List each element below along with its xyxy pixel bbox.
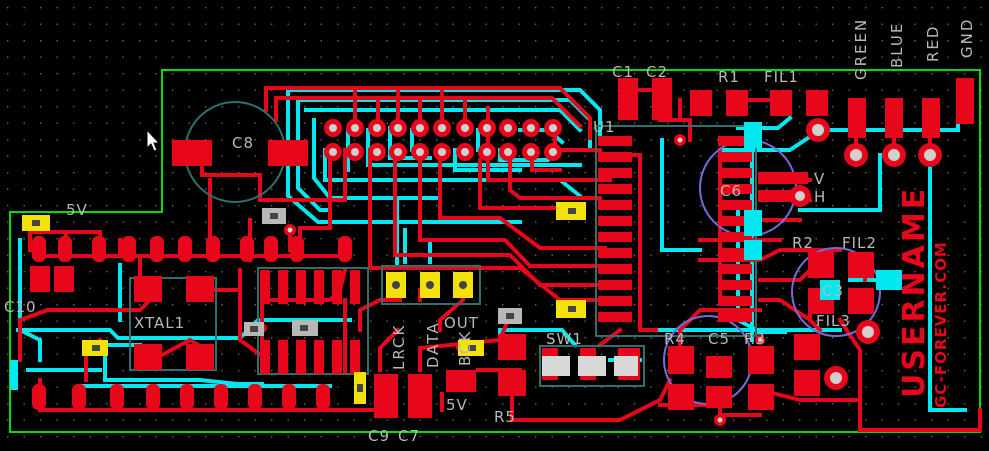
label-fil1: FIL1: [764, 68, 799, 86]
c7-pad: [408, 374, 432, 396]
fil1-pad: [770, 90, 792, 116]
c9-pad: [374, 374, 398, 396]
smd-pads: [30, 78, 974, 418]
c8-pad: [268, 140, 308, 166]
c7-pad: [408, 396, 432, 418]
label-r2: R2: [792, 234, 814, 252]
label-c7: C7: [398, 427, 420, 445]
r1-pad: [690, 90, 712, 116]
label-c5: C5: [708, 330, 730, 348]
label-red: RED: [924, 25, 942, 62]
label-fil2: FIL2: [842, 234, 877, 252]
pin-header-22: [324, 119, 562, 161]
r3-pad: [748, 346, 774, 374]
label-r3: R3: [744, 330, 766, 348]
label-gnd: GND: [958, 18, 976, 58]
label-bck: BCK: [456, 330, 474, 366]
selected-pads: [22, 202, 586, 404]
c2-pad: [652, 100, 672, 120]
branding-username: USERNAME: [897, 186, 932, 398]
label-5v-bottom: 5V: [446, 396, 468, 414]
red-pad: [922, 98, 940, 138]
label-xtal1: XTAL1: [134, 314, 185, 332]
fil2-pad: [848, 288, 874, 314]
fil2-pad: [848, 252, 874, 278]
label-c9: C9: [368, 427, 390, 445]
r5-pad: [498, 334, 526, 360]
r2-pad: [808, 252, 834, 278]
label-h: H: [814, 188, 826, 206]
label-c8: C8: [232, 134, 254, 152]
blue-pad: [885, 98, 903, 138]
r3-pad: [748, 384, 774, 410]
r5-pad: [498, 370, 526, 396]
label-lrck: LRCK: [390, 324, 408, 370]
label-out: OUT: [444, 314, 479, 332]
label-r5: R5: [494, 408, 516, 426]
c5-pad: [706, 386, 732, 408]
label-c10: C10: [4, 298, 37, 316]
label-v: V: [814, 170, 825, 188]
label-fil3: FIL3: [816, 312, 851, 330]
c5-pad: [706, 356, 732, 378]
fil3-pad: [794, 334, 820, 360]
c2-pad: [652, 78, 672, 100]
r1-pad: [726, 90, 748, 116]
silkscreen-labels: C1 C2 R1 FIL1 C8 U1 C6 V H 5V C10 XTAL1 …: [4, 18, 976, 445]
label-data: DATA: [424, 321, 442, 368]
fil1-pad: [806, 90, 828, 116]
green-pad: [848, 98, 866, 138]
xtal1-outline: [129, 277, 217, 371]
label-blue: BLUE: [888, 22, 906, 68]
bottom-pads: [10, 122, 902, 390]
label-sw1: SW1: [546, 330, 583, 348]
label-green: GREEN: [852, 18, 870, 80]
label-c1: C1: [612, 63, 634, 81]
label-c3: C3: [822, 282, 844, 300]
label-c2: C2: [646, 63, 668, 81]
label-u1: U1: [593, 118, 616, 136]
branding-website: GC-FOREVER.COM: [932, 241, 950, 408]
c10-pad: [30, 266, 50, 292]
label-r1: R1: [718, 68, 740, 86]
label-c6: C6: [720, 182, 742, 200]
c1-pad: [618, 78, 638, 100]
header-outline: [381, 265, 481, 305]
sw1-outline: [539, 345, 645, 387]
c3-outline: [791, 247, 881, 337]
c8-pad: [172, 140, 212, 166]
fil3-pad: [794, 370, 820, 396]
mouse-cursor-icon: [146, 128, 161, 152]
c1-pad: [618, 100, 638, 120]
output-holes: [789, 118, 942, 390]
label-r4: R4: [664, 330, 686, 348]
ic-outline: [257, 267, 369, 375]
gnd-pad: [956, 78, 974, 124]
label-5v-top: 5V: [66, 201, 88, 219]
r4-pad: [668, 384, 694, 410]
c9-pad: [374, 396, 398, 418]
r4-pad: [668, 346, 694, 374]
c10-pad: [54, 266, 74, 292]
